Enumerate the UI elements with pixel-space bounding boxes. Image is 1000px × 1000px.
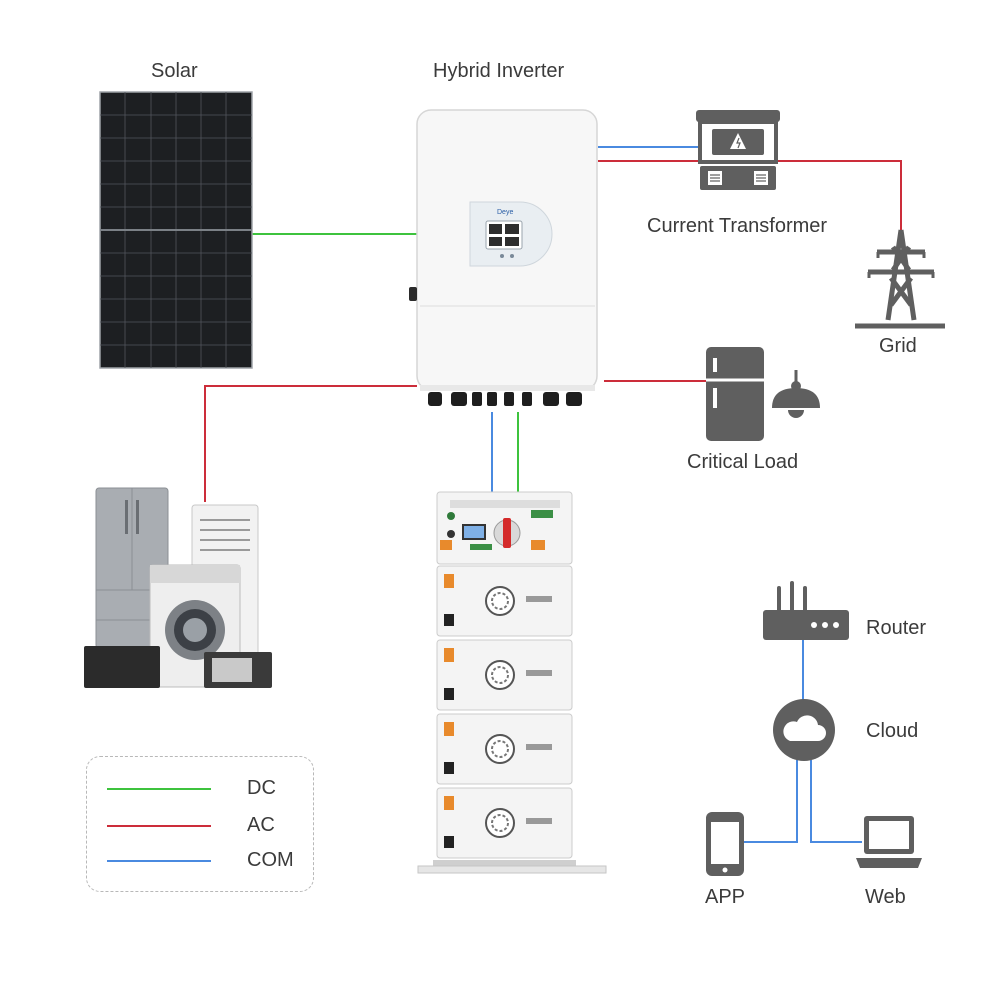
web-label: Web — [865, 886, 906, 908]
app-phone-icon — [706, 812, 744, 876]
com-line-cloud-web — [810, 760, 862, 843]
legend: DC AC COM — [86, 756, 314, 892]
battery-module — [436, 639, 573, 711]
legend-label-ac: AC — [247, 814, 275, 836]
cloud-icon — [773, 699, 835, 761]
legend-line-ac — [107, 825, 211, 827]
app-label: APP — [705, 886, 746, 908]
hybrid-inverter-icon — [409, 109, 598, 406]
legend-line-dc — [107, 788, 211, 790]
grid-tower-icon — [855, 229, 945, 329]
critical-load-label: Critical Load — [687, 451, 799, 473]
ac-line-inverter-appliances — [204, 385, 417, 502]
critical-load-icon — [706, 347, 820, 441]
battery-module — [436, 787, 573, 859]
ac-line-inverter-grid — [598, 160, 902, 230]
cloud-label: Cloud — [866, 720, 919, 742]
grid-label: Grid — [879, 335, 917, 357]
legend-line-com — [107, 860, 211, 862]
legend-item-ac: AC — [107, 814, 307, 838]
current-transformer-label: Current Transformer — [647, 215, 828, 237]
connection-lines — [204, 146, 902, 843]
legend-item-dc: DC — [107, 777, 307, 801]
battery-modules — [436, 565, 573, 859]
home-appliances-icon — [84, 487, 272, 688]
inverter-brand-label: Deye — [497, 209, 513, 216]
legend-item-com: COM — [107, 849, 307, 873]
battery-stand — [417, 860, 607, 874]
legend-label-dc: DC — [247, 777, 276, 799]
battery-stack-icon — [436, 491, 573, 565]
battery-module — [436, 713, 573, 785]
solar-panel-icon — [99, 91, 253, 369]
solar-label: Solar — [151, 60, 198, 82]
router-label: Router — [866, 617, 927, 639]
com-line-cloud-app — [744, 760, 798, 843]
router-icon — [763, 581, 849, 640]
battery-module — [436, 565, 573, 637]
legend-label-com: COM — [247, 849, 294, 871]
current-transformer-icon — [696, 110, 780, 190]
web-laptop-icon — [856, 816, 922, 868]
hybrid-inverter-label: Hybrid Inverter — [433, 60, 565, 82]
